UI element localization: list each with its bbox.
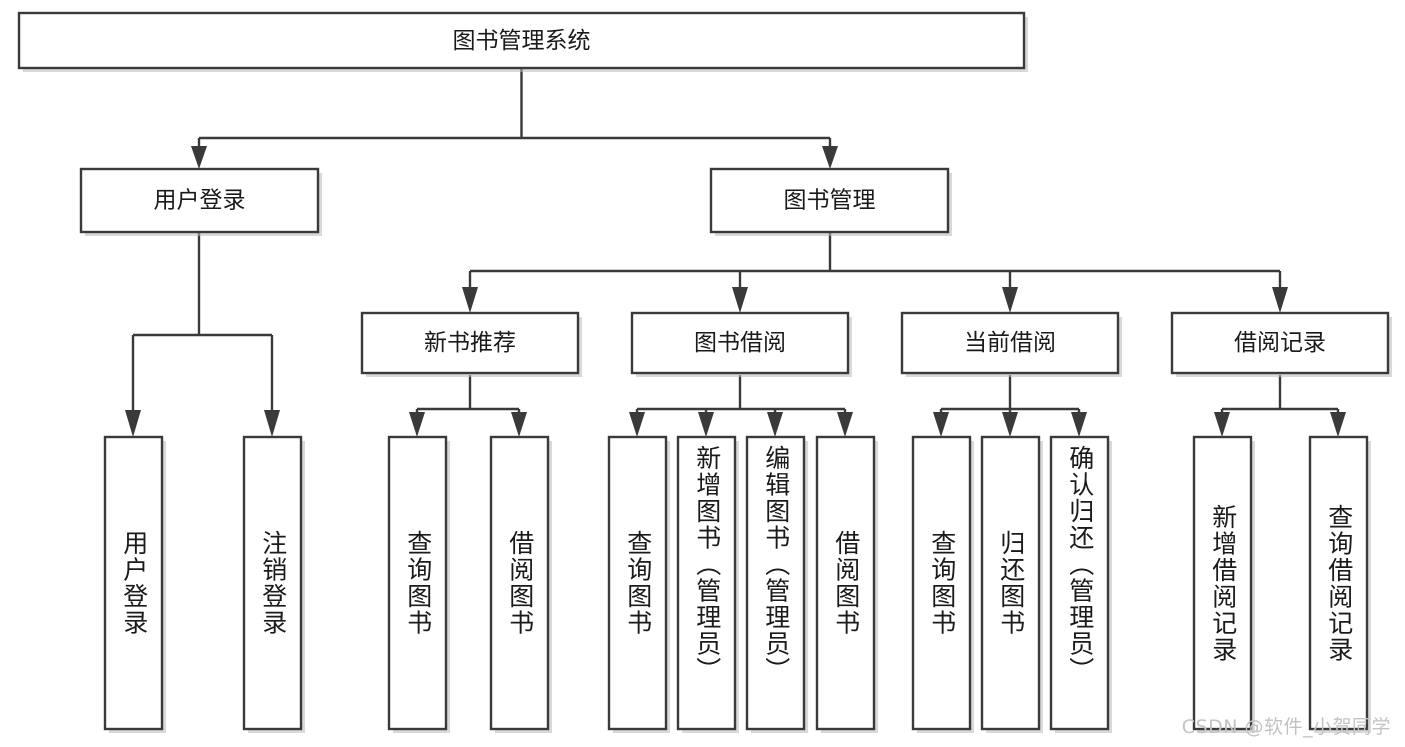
node-leaf-borrow-book-2[interactable]: [815, 435, 876, 731]
node-leaf-query-book-2[interactable]: [607, 435, 668, 731]
node-leaf-query-book-1[interactable]: [387, 435, 448, 731]
arrow-record-leaf-2: [1330, 412, 1346, 437]
arrow-userlogin-leaf-1: [125, 410, 141, 437]
node-new-book-recommend[interactable]: [360, 311, 580, 375]
node-book-borrow-label: 图书借阅: [694, 330, 786, 356]
arrow-root-to-user-login: [191, 146, 207, 169]
arrow-root-to-book-manage: [822, 146, 838, 169]
node-root-label: 图书管理系统: [453, 28, 591, 54]
node-leaf-confirm-return[interactable]: [1049, 435, 1110, 731]
arrow-recommend-leaf-2: [511, 412, 527, 437]
arrow-borrow-leaf-1: [629, 412, 645, 437]
node-user-login-label: 用户登录: [154, 188, 246, 214]
node-book-manage-label: 图书管理: [784, 188, 876, 214]
node-leaf-logout-login[interactable]: [242, 435, 303, 731]
arrow-current-leaf-1: [933, 412, 949, 437]
edges-group: [125, 68, 1346, 437]
node-leaf-user-login[interactable]: [103, 435, 164, 731]
arrow-borrow-leaf-3: [767, 412, 783, 437]
node-user-login[interactable]: [79, 167, 320, 234]
arrow-userlogin-leaf-2: [264, 410, 280, 437]
node-leaf-query-book-3[interactable]: [911, 435, 972, 731]
arrow-bookmanage-child-3: [1002, 287, 1018, 313]
node-leaf-add-book[interactable]: [676, 435, 737, 731]
node-current-borrow-label: 当前借阅: [964, 330, 1056, 356]
arrow-record-leaf-1: [1214, 412, 1230, 437]
node-leaf-return-book[interactable]: [980, 435, 1041, 731]
watermark-text: CSDN @软件_小贺同学: [1181, 716, 1391, 738]
arrow-current-leaf-2: [1002, 412, 1018, 437]
arrow-bookmanage-child-2: [732, 287, 748, 313]
arrow-current-leaf-3: [1071, 412, 1087, 437]
arrow-bookmanage-child-1: [462, 287, 478, 313]
arrow-recommend-leaf-1: [409, 412, 425, 437]
node-borrow-record[interactable]: [1170, 311, 1390, 375]
node-root-book-system[interactable]: [17, 11, 1026, 70]
arrow-borrow-leaf-2: [698, 412, 714, 437]
node-borrow-record-label: 借阅记录: [1234, 330, 1326, 356]
node-leaf-edit-book[interactable]: [745, 435, 806, 731]
nodes-group: 图书管理系统 用户登录 图书管理 新书推荐 图书借阅 当前借阅 借阅记录: [17, 11, 1392, 733]
node-leaf-query-record[interactable]: [1308, 435, 1369, 731]
node-leaf-add-record[interactable]: [1192, 435, 1253, 731]
node-leaf-borrow-book-1[interactable]: [489, 435, 550, 731]
node-book-manage[interactable]: [709, 167, 950, 234]
arrow-bookmanage-child-4: [1272, 287, 1288, 313]
node-book-borrow[interactable]: [630, 311, 850, 375]
node-new-book-recommend-label: 新书推荐: [424, 330, 516, 356]
arrow-borrow-leaf-4: [837, 412, 853, 437]
node-current-borrow[interactable]: [900, 311, 1120, 375]
